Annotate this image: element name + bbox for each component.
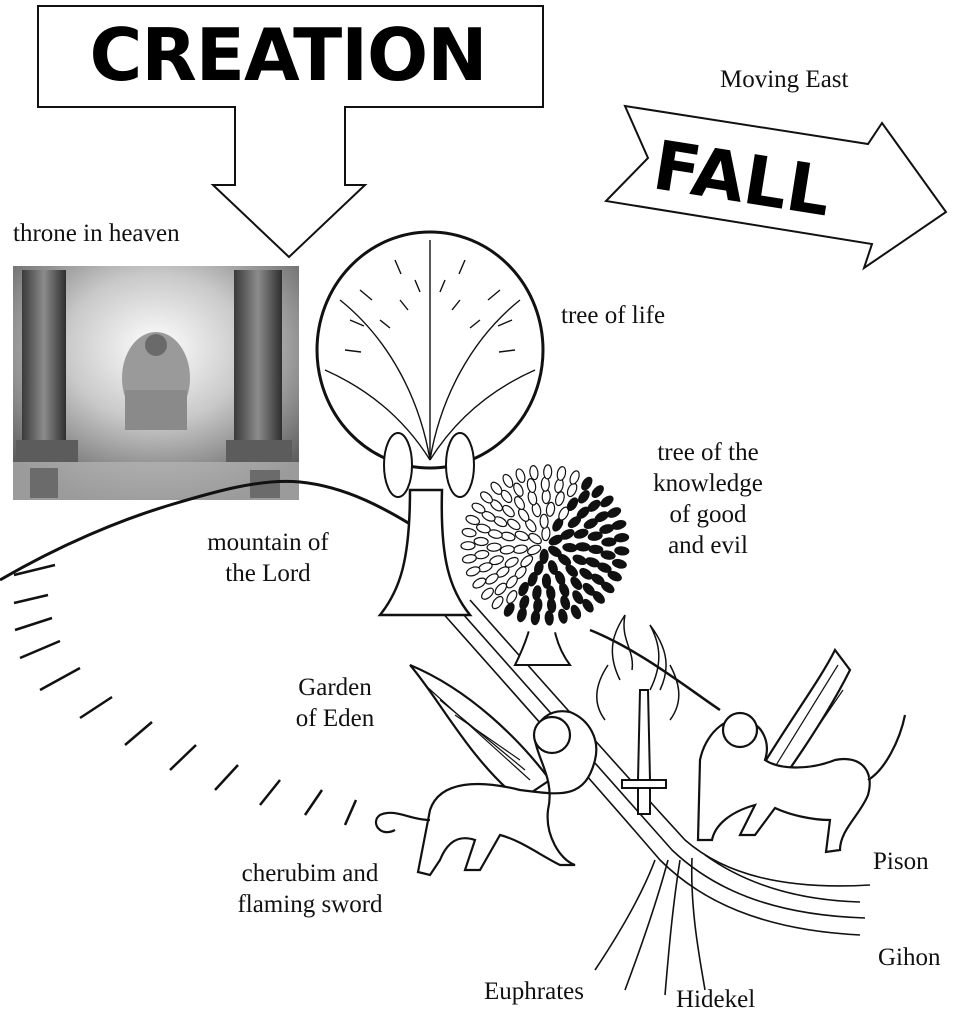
river-gihon-label: Gihon <box>878 942 941 973</box>
cherubim-line: flaming sword <box>200 889 420 920</box>
river-hidekel-label: Hidekel <box>676 984 755 1015</box>
tree-of-life-label: tree of life <box>561 300 665 331</box>
tree-knowledge-label: tree of the knowledge of good and evil <box>628 437 788 561</box>
mountain-label: mountain of the Lord <box>178 527 358 589</box>
cherub-icon <box>376 665 596 875</box>
garden-line: of Eden <box>270 703 400 734</box>
throne-painting-icon <box>13 266 299 500</box>
river-euphrates-label: Euphrates <box>484 976 584 1007</box>
garden-label: Garden of Eden <box>270 672 400 734</box>
garden-boundary <box>590 630 720 710</box>
leaf <box>545 611 554 625</box>
river-pison-label: Pison <box>873 846 929 877</box>
leaf <box>487 543 501 552</box>
creation-banner: CREATION <box>90 13 487 97</box>
tree-knowledge-line: and evil <box>628 530 788 561</box>
fall-arrow: FALL <box>606 106 946 268</box>
leaf <box>576 543 590 552</box>
garden-line: Garden <box>270 672 400 703</box>
flaming-sword-icon <box>597 615 679 814</box>
tree-knowledge-line: of good <box>628 499 788 530</box>
cherub-icon <box>698 650 905 852</box>
leaf <box>474 537 488 546</box>
leaf <box>602 538 616 547</box>
mountain-line: the Lord <box>178 558 358 589</box>
cherubim-line: cherubim and <box>200 858 420 889</box>
tree-of-knowledge-icon <box>457 457 633 665</box>
tree-knowledge-line: tree of the <box>628 437 788 468</box>
cherubim-label: cherubim and flaming sword <box>200 858 420 920</box>
throne-label: throne in heaven <box>13 218 180 249</box>
leaf <box>543 465 551 479</box>
leaf <box>540 514 548 528</box>
mountain-line: mountain of <box>178 527 358 558</box>
leaf <box>461 542 475 550</box>
moving-east-label: Moving East <box>720 64 848 95</box>
tree-knowledge-line: knowledge <box>628 468 788 499</box>
